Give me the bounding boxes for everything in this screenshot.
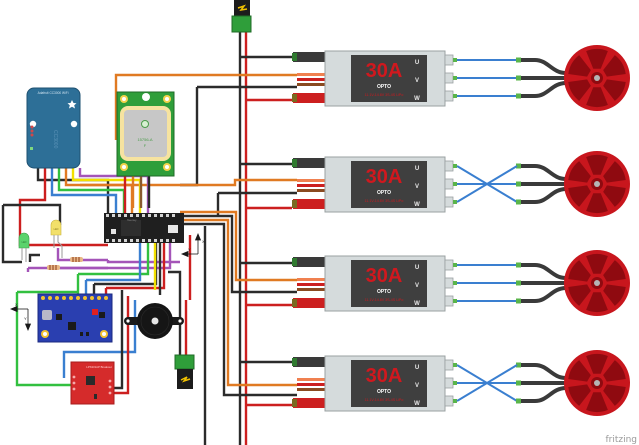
motor-shaft [594, 380, 600, 386]
mcu-axis-x-label: X [202, 239, 205, 244]
esc-group-3: 30A OPTO 11.1V-14.8V 3S-4S LiPo U V W [292, 250, 630, 316]
motor-lead [521, 386, 567, 403]
esc-label-panel [351, 161, 427, 208]
motor-shaft [594, 181, 600, 187]
barometer-module[interactable]: LPS331AP Breakout [70, 361, 115, 405]
esc-group-1: 30A OPTO 11.1V-14.8V 3S-4S LiPo U V W [292, 45, 630, 111]
esc-label-panel [351, 360, 427, 407]
esc-ground-lead [293, 357, 325, 367]
esc-type: OPTO [377, 389, 391, 395]
wires [1, 10, 297, 445]
resistor-1[interactable] [70, 257, 83, 262]
mcu-axis-y-label: Y [188, 247, 191, 252]
motor-shaft [594, 280, 600, 286]
mcu-label: Teensy [127, 218, 137, 222]
power-jack-top[interactable] [231, 0, 252, 33]
esc-phase-V: V [415, 184, 419, 190]
esc-label-panel [351, 55, 427, 102]
wifi-chip-label: CC3000 [52, 130, 58, 149]
esc-ground-lead [293, 158, 325, 168]
esc-ground-lead [293, 52, 325, 62]
motor-1[interactable] [564, 45, 630, 111]
led-yellow-label: LED [54, 228, 59, 231]
esc-phase-U: U [415, 365, 419, 371]
esc-rating: 30A [366, 265, 403, 287]
motor-lead [521, 286, 567, 303]
imu-axis-y-label: Y [24, 316, 27, 321]
motor-shaft [594, 75, 600, 81]
esc-power-lead [293, 298, 325, 308]
power-bolt-icon [180, 376, 191, 383]
led-green[interactable]: LED [18, 232, 30, 262]
esc-phase-W: W [414, 96, 420, 102]
esc-phase-V: V [415, 283, 419, 289]
motor-lead [521, 164, 567, 181]
esc-type: OPTO [377, 190, 391, 196]
esc-signal-lead [297, 278, 325, 281]
wifi-module[interactable]: Adafruit CC3000 WiFi CC3000 [26, 87, 81, 169]
esc-rating: 30A [366, 365, 403, 387]
led-green-label: LED [22, 241, 27, 244]
esc-type: OPTO [377, 289, 391, 295]
esc-signal-lead [297, 179, 325, 182]
gps-module[interactable]: 15756-A F [116, 91, 175, 177]
motor-lead [521, 363, 567, 380]
imu-module[interactable] [37, 293, 113, 343]
esc-group-4: 30A OPTO 11.1V-14.8V 3S-4S LiPo U V W [292, 350, 630, 416]
esc-signal-lead [297, 378, 325, 381]
barometer-label: LPS331AP Breakout [86, 365, 112, 369]
esc-spec: 11.1V-14.8V 3S-4S LiPo [365, 93, 404, 97]
mcu-board[interactable]: Teensy [104, 213, 184, 243]
esc-power-lead [293, 398, 325, 408]
esc-phase-U: U [415, 265, 419, 271]
esc-type: OPTO [377, 84, 391, 90]
imu-axis-indicator: X Y [9, 302, 32, 332]
esc-phase-W: W [414, 401, 420, 407]
esc-group-2: 30A OPTO 11.1V-14.8V 3S-4S LiPo U V W [292, 151, 630, 217]
esc-rating: 30A [366, 166, 403, 188]
motor-phase-wire[interactable] [456, 165, 518, 203]
esc-phase-V: V [415, 383, 419, 389]
esc-phase-U: U [415, 60, 419, 66]
motor-3[interactable] [564, 250, 630, 316]
motor-phase-wire[interactable] [456, 364, 518, 402]
esc-power-lead [293, 93, 325, 103]
esc-rating: 30A [366, 60, 403, 82]
esc-ground-lead [293, 257, 325, 267]
esc-phase-W: W [414, 202, 420, 208]
mcu-axis-indicator: X Y [180, 232, 205, 258]
esc-power-lead [293, 199, 325, 209]
motor-2[interactable] [564, 151, 630, 217]
gps-label: 15756-A [137, 137, 152, 142]
imu-axis-x-label: X [15, 302, 18, 307]
esc-spec: 11.1V-14.8V 3S-4S LiPo [365, 199, 404, 203]
resistor-2[interactable] [47, 265, 60, 270]
esc-signal-lead [297, 73, 325, 76]
gps-sublabel: F [144, 143, 147, 148]
esc-spec: 11.1V-14.8V 3S-4S LiPo [365, 398, 404, 402]
power-jack-bottom[interactable] [174, 354, 195, 389]
power-bolt-icon [237, 4, 248, 12]
motor-4[interactable] [564, 350, 630, 416]
motor-lead [521, 263, 567, 280]
motor-lead [521, 81, 567, 98]
fritzing-brand: fritzing [605, 435, 637, 445]
motor-lead [521, 187, 567, 204]
led-yellow[interactable]: LED [50, 219, 63, 258]
buzzer[interactable] [124, 303, 184, 339]
motor-lead [521, 58, 567, 75]
esc-phase-W: W [414, 301, 420, 307]
wifi-module-label: Adafruit CC3000 WiFi [38, 91, 69, 95]
esc-phase-U: U [415, 166, 419, 172]
esc-phase-V: V [415, 78, 419, 84]
esc-label-panel [351, 260, 427, 307]
star-logo-icon [67, 100, 77, 109]
esc-spec: 11.1V-14.8V 3S-4S LiPo [365, 298, 404, 302]
